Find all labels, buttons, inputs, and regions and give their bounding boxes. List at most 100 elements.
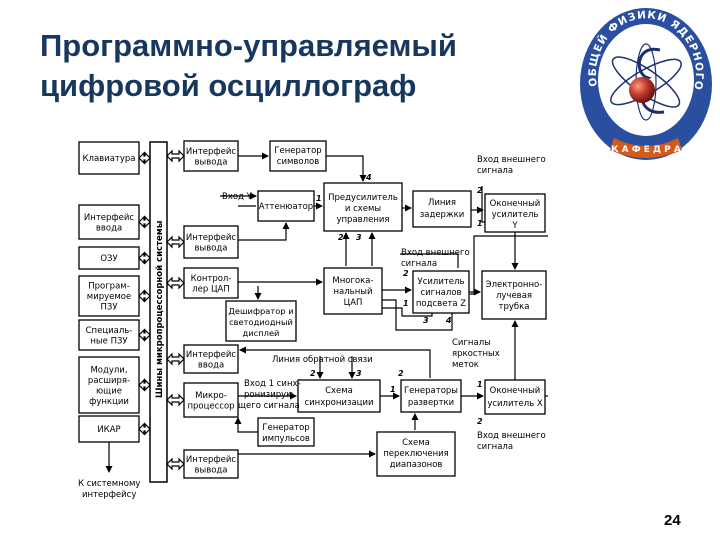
block-delay-line: Линия задержки <box>412 190 472 228</box>
block-decoder-display: Дешифратор и светодиодный дисплей <box>225 300 297 342</box>
label-input-y: Вход Y <box>222 192 253 202</box>
bus-label: Шины микропроцессорной системы <box>155 221 165 398</box>
block-special-rom-label: ные ПЗУ <box>90 336 128 346</box>
svg-text:Многока-: Многока- <box>332 276 373 286</box>
port-number: 2 <box>477 417 483 426</box>
block-sync: Схема синхронизации <box>297 379 381 413</box>
bus-double-arrow-icon <box>166 149 185 163</box>
svg-text:ЦАП: ЦАП <box>344 298 363 308</box>
port-number: 2 <box>403 269 409 278</box>
label-ext-signal-bottom-1: Вход внешнего <box>477 431 546 441</box>
logo-bottom-text: К А Ф Е Д Р А <box>611 145 681 155</box>
port-number: 4 <box>365 173 372 182</box>
svg-text:Предусилитель: Предусилитель <box>328 193 398 203</box>
block-output-interface-3-label: Интерфейс <box>186 455 237 465</box>
label-bright-marks-2: яркостных <box>452 349 500 359</box>
svg-text:Линия: Линия <box>428 198 456 208</box>
block-expansion-modules-label: ющие <box>96 386 122 396</box>
block-input-interface-2-label: Интерфейс <box>186 350 237 360</box>
svg-text:подсвета Z: подсвета Z <box>416 299 466 309</box>
block-output-amp-y: Оконечный усилитель Y <box>484 193 546 233</box>
block-sweep-gen: Генераторы развертки <box>400 379 462 413</box>
port-number: 3 <box>356 369 362 378</box>
block-gen-symbols: Генератор символов <box>269 140 327 172</box>
label-sync-input-3: щего сигнала <box>238 401 300 411</box>
svg-text:дисплей: дисплей <box>243 328 280 338</box>
svg-text:лучевая: лучевая <box>496 291 532 301</box>
label-sync-input-2: ронизирую <box>244 390 293 400</box>
port-number: 3 <box>356 233 362 242</box>
block-keyboard-label: Клавиатура <box>82 154 135 164</box>
block-expansion-modules-label: Модули, <box>90 365 127 375</box>
svg-text:Схема: Схема <box>325 386 353 396</box>
block-keyboard: Клавиатура <box>78 141 140 175</box>
block-attenuator: Аттенюатор <box>257 190 315 222</box>
svg-text:усилитель: усилитель <box>492 210 539 220</box>
block-special-rom-label: Специаль- <box>86 326 133 336</box>
port-number: 2 <box>398 369 404 378</box>
block-preamp: Предусилитель и схемы управления <box>323 182 403 232</box>
svg-text:переключения: переключения <box>383 449 449 459</box>
svg-text:Усилитель: Усилитель <box>418 277 465 287</box>
block-dac-controller: Контрол-лер ЦАП <box>183 267 239 299</box>
svg-text:символов: символов <box>277 157 319 167</box>
bus-double-arrow-icon <box>138 215 151 229</box>
label-bright-marks-3: меток <box>452 360 479 370</box>
block-input-interface-2-label: ввода <box>198 360 224 370</box>
block-output-interface-3-label: вывода <box>194 465 227 475</box>
svg-text:усилитель X: усилитель X <box>487 399 543 409</box>
block-input-interface-label: Интерфейс <box>84 213 135 223</box>
block-microprocessor-label: процессор <box>187 401 234 411</box>
block-range-switch: Схема переключения диапазонов <box>376 431 456 477</box>
block-crt: Электронно- лучевая трубка <box>481 270 547 320</box>
bus-double-arrow-icon <box>166 352 185 366</box>
bus-double-arrow-icon <box>138 378 151 392</box>
label-ext-signal-top-1: Вход внешнего <box>477 155 546 165</box>
block-expansion-modules-label: расширя- <box>88 376 130 386</box>
connection-lines <box>220 152 548 458</box>
label-sync-input-1: Вход 1 синх- <box>244 379 301 389</box>
label-system-interface-2: интерфейсу <box>82 490 136 500</box>
svg-text:Оконечный: Оконечный <box>490 199 541 209</box>
port-number: 1 <box>403 299 409 308</box>
block-output-interface-2-label: вывода <box>194 243 227 253</box>
svg-text:синхронизации: синхронизации <box>304 398 373 408</box>
bus-double-arrow-icon <box>138 289 151 303</box>
block-dac-controller-label: Контрол- <box>191 274 232 284</box>
svg-text:задержки: задержки <box>420 210 465 220</box>
svg-text:нальный: нальный <box>333 287 372 297</box>
svg-text:Y: Y <box>511 221 518 231</box>
block-output-interface-1-label: Интерфейс <box>186 147 237 157</box>
bus-arrows <box>105 149 185 473</box>
slide-title: Программно-управляемый цифровой осциллог… <box>40 26 457 106</box>
department-logo: ОБЩЕЙ ФИЗИКИ ЯДЕРНОГО СИНТЕЗА К А Ф Е Д … <box>576 4 712 160</box>
block-programmable-rom-label: Програм- <box>88 282 130 292</box>
page-number: 24 <box>664 512 681 529</box>
logo-ribbon <box>610 138 682 158</box>
svg-text:развертки: развертки <box>408 398 454 408</box>
svg-text:Схема: Схема <box>402 438 430 448</box>
label-bright-marks-1: Сигналы <box>452 338 491 348</box>
title-line-2: цифровой осциллограф <box>40 68 417 103</box>
svg-text:светодиодный: светодиодный <box>229 317 293 327</box>
label-ext-signal-top-2: сигнала <box>477 166 513 176</box>
svg-text:Оконечный: Оконечный <box>490 386 541 396</box>
label-system-interface-1: К системному <box>78 479 140 489</box>
block-output-interface-2-label: Интерфейс <box>186 233 237 243</box>
svg-text:Электронно-: Электронно- <box>486 280 543 290</box>
diagram-labels: Вход Y Вход внешнего сигнала Вход внешне… <box>78 155 546 500</box>
port-number: 3 <box>423 316 429 325</box>
left-blocks-group: КлавиатураИнтерфейсвводаОЗУПрограм-мируе… <box>78 141 140 443</box>
port-number: 1 <box>477 380 483 389</box>
svg-text:сигналов: сигналов <box>420 288 461 298</box>
port-numbers: 4 1 2 3 2 1 2 1 3 4 2 3 1 2 1 2 <box>310 173 483 426</box>
block-expansion-modules-label: функции <box>89 397 129 407</box>
